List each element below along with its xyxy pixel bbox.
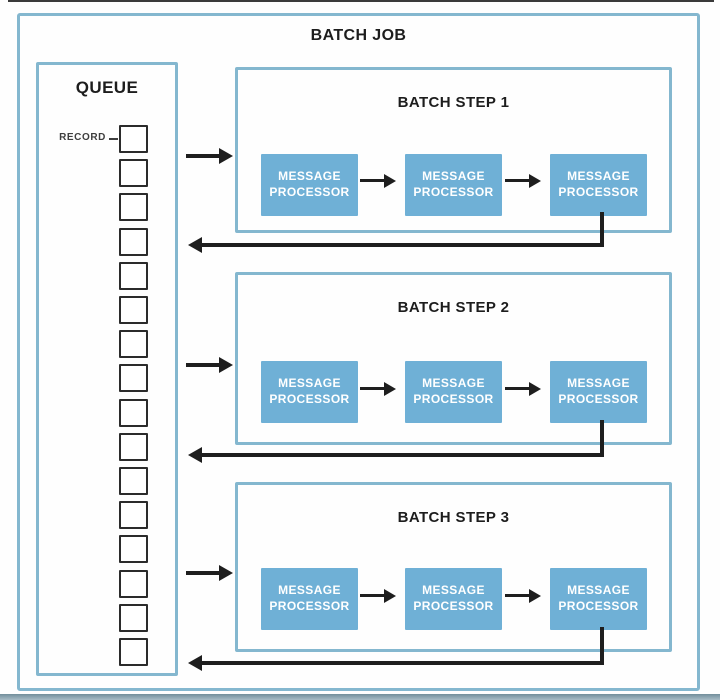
processor-arrow-head — [529, 382, 541, 396]
message-processor: MESSAGE PROCESSOR — [405, 154, 502, 216]
step1-return-arrow-line — [202, 243, 604, 247]
batch-step-2: BATCH STEP 2 MESSAGE PROCESSOR MESSAGE P… — [235, 272, 672, 445]
batch-step-1-title: BATCH STEP 1 — [397, 94, 510, 111]
message-processor: MESSAGE PROCESSOR — [405, 361, 502, 423]
batch-step-1: BATCH STEP 1 MESSAGE PROCESSOR MESSAGE P… — [235, 67, 672, 233]
processor-arrow-line — [360, 594, 384, 597]
processor-arrow-head — [529, 174, 541, 188]
message-processor: MESSAGE PROCESSOR — [550, 361, 647, 423]
step1-return-arrow-vertical — [600, 212, 604, 247]
batch-job-title: BATCH JOB — [310, 27, 407, 44]
queue-to-step1-arrow-head — [219, 148, 233, 164]
batch-step-2-title: BATCH STEP 2 — [397, 299, 510, 316]
processor-arrow-head — [384, 382, 396, 396]
message-processor: MESSAGE PROCESSOR — [405, 568, 502, 630]
batch-step-3: BATCH STEP 3 MESSAGE PROCESSOR MESSAGE P… — [235, 482, 672, 652]
message-processor: MESSAGE PROCESSOR — [261, 361, 358, 423]
processor-arrow-line — [505, 387, 529, 390]
top-edge-strip — [8, 0, 714, 2]
message-processor: MESSAGE PROCESSOR — [261, 568, 358, 630]
queue-title: QUEUE — [75, 78, 139, 97]
queue-to-step3-arrow-head — [219, 565, 233, 581]
step3-return-arrow-head — [188, 655, 202, 671]
queue-to-step2-arrow-head — [219, 357, 233, 373]
processor-arrow-head — [384, 174, 396, 188]
step3-return-arrow-vertical — [600, 627, 604, 665]
queue-to-step2-arrow-line — [186, 363, 219, 367]
step3-return-arrow-line — [202, 661, 604, 665]
batch-step-3-title: BATCH STEP 3 — [397, 509, 510, 526]
queue-to-step3-arrow-line — [186, 571, 219, 575]
record-pointer-line — [109, 138, 118, 140]
message-processor: MESSAGE PROCESSOR — [550, 568, 647, 630]
step2-return-arrow-line — [202, 453, 604, 457]
message-processor: MESSAGE PROCESSOR — [261, 154, 358, 216]
record-label: RECORD — [59, 132, 106, 143]
processor-arrow-line — [505, 179, 529, 182]
step1-return-arrow-head — [188, 237, 202, 253]
step2-return-arrow-head — [188, 447, 202, 463]
queue-to-step1-arrow-line — [186, 154, 219, 158]
batch-job-container — [17, 13, 700, 691]
step2-return-arrow-vertical — [600, 420, 604, 457]
bottom-edge-strip — [0, 694, 720, 700]
message-processor: MESSAGE PROCESSOR — [550, 154, 647, 216]
processor-arrow-head — [529, 589, 541, 603]
processor-arrow-line — [360, 387, 384, 390]
processor-arrow-head — [384, 589, 396, 603]
processor-arrow-line — [505, 594, 529, 597]
queue-container — [36, 62, 178, 676]
processor-arrow-line — [360, 179, 384, 182]
